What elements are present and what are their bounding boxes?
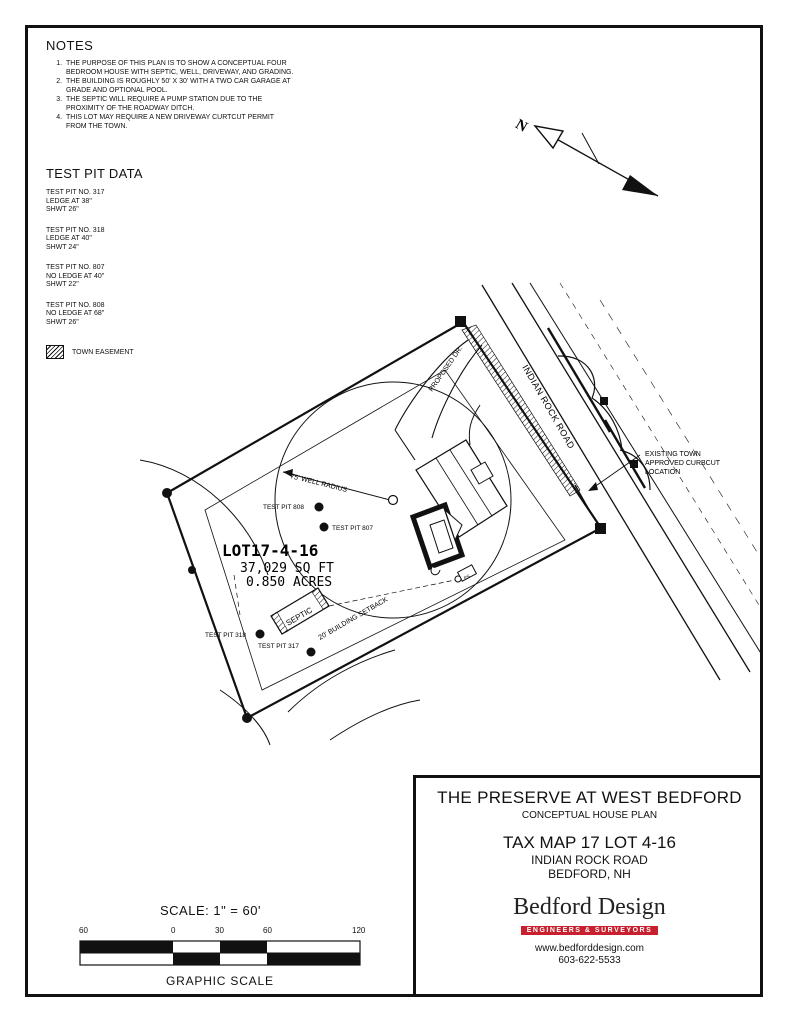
road-lines	[481, 282, 763, 681]
note-item: THE SEPTIC WILL REQUIRE A PUMP STATION D…	[64, 95, 296, 113]
test-pit-block: TEST PIT NO. 807 NO LEDGE AT 40" SHWT 22…	[46, 264, 206, 290]
test-pit-808-label: TEST PIT 808	[263, 504, 304, 511]
test-pit-ledge: LEDGE AT 40"	[46, 235, 92, 242]
test-pit-markers: TEST PIT 808 TEST PIT 807 TEST PIT 318 T…	[205, 502, 373, 657]
graphic-scale-caption: GRAPHIC SCALE	[166, 974, 274, 988]
note-item: THIS LOT MAY REQUIRE A NEW DRIVEWAY CURT…	[64, 113, 296, 131]
test-pit-data-title: TEST PIT DATA	[46, 166, 143, 181]
boundary-marker	[630, 460, 638, 468]
test-pit-318-label: TEST PIT 318	[205, 632, 246, 639]
company-name: Bedford Design	[513, 894, 666, 920]
proposed-house	[409, 439, 508, 576]
test-pit-block: TEST PIT NO. 317 LEDGE AT 38" SHWT 26"	[46, 189, 206, 215]
project-title: THE PRESERVE AT WEST BEDFORD	[437, 788, 742, 807]
boundary-marker	[455, 316, 466, 327]
test-pit-317-label: TEST PIT 317	[258, 643, 299, 650]
company-website: www.bedforddesign.com	[535, 943, 644, 954]
test-pit-shwt: SHWT 22"	[46, 281, 79, 288]
test-pit-data-section: TEST PIT DATA TEST PIT NO. 317 LEDGE AT …	[46, 166, 206, 339]
legend-label: TOWN EASEMENT	[72, 348, 134, 356]
tax-map-label: TAX MAP 17 LOT 4-16	[503, 833, 676, 852]
lot-area-acres: 0.850 ACRES	[246, 575, 332, 590]
building-setback-line	[204, 369, 566, 691]
scale-tick-label: 0	[171, 926, 176, 935]
boundary-marker	[242, 713, 252, 723]
boundary-marker	[188, 566, 196, 574]
curbcut-note-line: LOCATION	[645, 469, 680, 476]
test-pit-ledge: NO LEDGE AT 68"	[46, 310, 105, 317]
test-pit-name: TEST PIT NO. 808	[46, 301, 105, 309]
well-radius-circle	[274, 381, 512, 619]
town-easement-area	[461, 324, 581, 497]
boundary-marker	[162, 488, 172, 498]
notes-section: NOTES THE PURPOSE OF THIS PLAN IS TO SHO…	[46, 38, 296, 131]
test-pit-name: TEST PIT NO. 317	[46, 189, 105, 196]
company-phone: 603-622-5533	[558, 955, 621, 966]
scale-tick-label: 60	[263, 926, 272, 935]
boundary-marker	[595, 523, 606, 534]
curbcut-note-line: APPROVED CURBCUT	[645, 460, 721, 467]
well-radius-leader	[282, 471, 391, 501]
grading-contours	[139, 404, 481, 746]
lot-area-sqft: 37,029 SQ FT	[240, 561, 334, 576]
test-pit-ledge: LEDGE AT 38"	[46, 197, 92, 205]
scale-tick-label: 120	[352, 926, 366, 935]
plan-subtitle: CONCEPTUAL HOUSE PLAN	[521, 810, 658, 821]
boundary-marker	[600, 397, 608, 405]
test-pit-318-marker	[255, 629, 265, 639]
drawing-sheet-border	[25, 25, 763, 997]
manhole-icon	[454, 575, 462, 583]
scale-title: SCALE: 1" = 60'	[160, 903, 261, 918]
test-pit-block: TEST PIT NO. 318 LEDGE AT 40" SHWT 24"	[46, 227, 206, 253]
test-pit-shwt: SHWT 24"	[46, 243, 79, 251]
title-block: THE PRESERVE AT WEST BEDFORD CONCEPTUAL …	[413, 775, 763, 997]
scale-tick-label: 30	[215, 926, 224, 935]
lot-id-label: LOT17-4-16	[222, 541, 318, 560]
notes-title: NOTES	[46, 38, 94, 53]
town-label: BEDFORD, NH	[548, 867, 631, 881]
test-pit-name: TEST PIT NO. 318	[46, 226, 105, 234]
test-pit-807-label: TEST PIT 807	[332, 525, 373, 532]
curbcut-callout: EXISTING TOWN APPROVED CURBCUT LOCATION	[574, 451, 721, 509]
hatch-swatch-icon	[46, 345, 64, 359]
curbcut-note-line: EXISTING TOWN	[645, 451, 701, 458]
well-icon	[387, 494, 399, 506]
legend-town-easement: TOWN EASEMENT	[46, 345, 134, 359]
test-pit-808-marker	[314, 502, 324, 512]
company-tagline: ENGINEERS & SURVEYORS	[520, 926, 659, 935]
road-label: INDIAN ROCK ROAD	[531, 853, 648, 867]
test-pit-807-marker	[319, 522, 329, 532]
note-item: THE PURPOSE OF THIS PLAN IS TO SHOW A CO…	[64, 59, 296, 77]
test-pit-317-marker	[306, 647, 316, 657]
test-pit-block: TEST PIT NO. 808 NO LEDGE AT 68" SHWT 26…	[46, 302, 206, 328]
proposed-driveway	[394, 339, 483, 461]
pump-station-label: PS	[463, 573, 471, 580]
test-pit-name: TEST PIT NO. 807	[46, 264, 105, 271]
test-pit-shwt: SHWT 26"	[46, 318, 79, 326]
note-item: THE BUILDING IS ROUGHLY 50' X 30' WITH A…	[64, 77, 296, 95]
test-pit-ledge: NO LEDGE AT 40"	[46, 272, 105, 280]
company-logo: Bedford Design ENGINEERS & SURVEYORS	[416, 895, 763, 937]
test-pit-shwt: SHWT 26"	[46, 206, 79, 213]
scale-tick-label: 60	[79, 926, 88, 935]
notes-list: THE PURPOSE OF THIS PLAN IS TO SHOW A CO…	[46, 59, 296, 131]
